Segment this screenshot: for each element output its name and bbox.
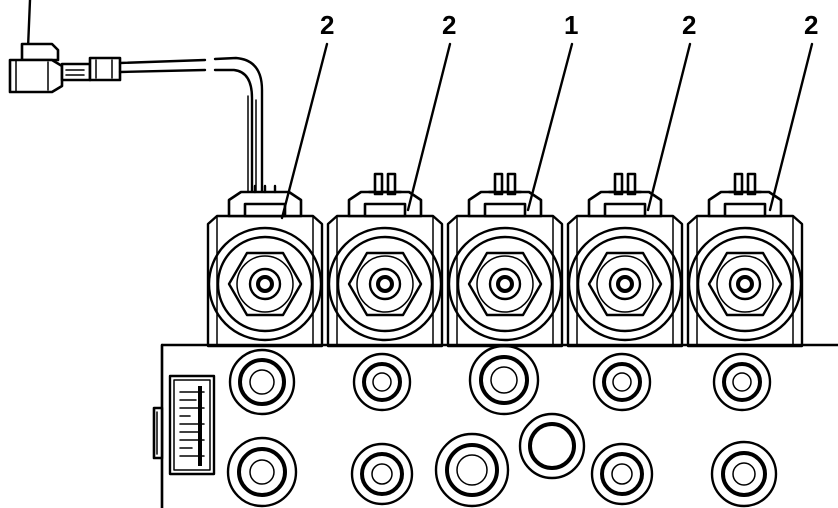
solenoid-valve-3 [446, 172, 564, 348]
leader-lines [280, 42, 814, 220]
ports-top-row [228, 344, 772, 416]
port-bottom-1 [226, 436, 298, 508]
port-bottom-2 [350, 442, 414, 506]
callout-label-4: 2 [682, 10, 696, 40]
cable [118, 56, 264, 200]
port-bottom-6 [710, 440, 778, 508]
port-bottom-3 [434, 432, 510, 508]
port-bottom-5 [590, 442, 654, 506]
callout-label-5: 2 [804, 10, 818, 40]
leader-line-4 [646, 42, 692, 212]
solenoid-valve-1 [206, 184, 324, 348]
port-top-4 [592, 352, 652, 412]
solenoid-valve-5 [686, 172, 804, 348]
leader-line-3 [526, 42, 574, 212]
callout-label-3: 1 [564, 10, 578, 40]
name-plate [168, 374, 216, 476]
leader-line-5 [768, 42, 814, 212]
callout-label-2: 2 [442, 10, 456, 40]
callout-labels: 2 2 1 2 2 [320, 10, 818, 40]
solenoid-valve-2 [326, 172, 444, 348]
connector-plug [8, 0, 122, 94]
port-bottom-4 [518, 412, 586, 480]
port-top-2 [352, 352, 412, 412]
port-top-5 [712, 352, 772, 412]
leader-line-1 [280, 42, 329, 220]
callout-label-1: 2 [320, 10, 334, 40]
ports-bottom-row [226, 412, 778, 508]
solenoid-valve-4 [566, 172, 684, 348]
leader-line-2 [406, 42, 452, 212]
port-top-3 [468, 344, 540, 416]
port-top-1 [228, 348, 296, 416]
